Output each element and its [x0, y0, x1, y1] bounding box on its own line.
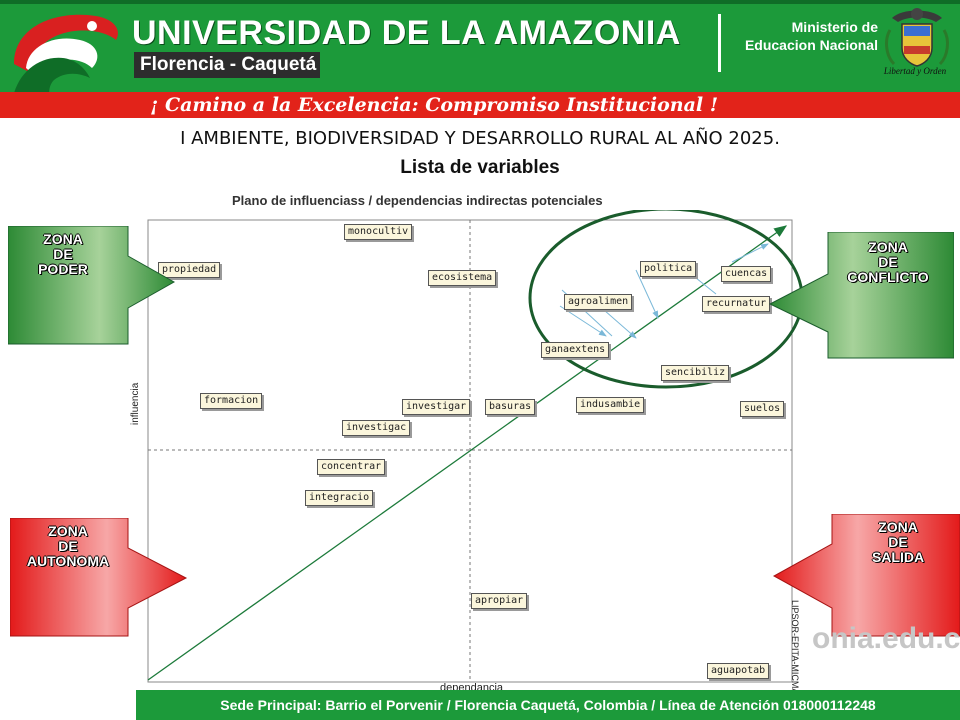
- slogan-bar: [0, 92, 960, 118]
- slide-title: I AMBIENTE, BIODIVERSIDAD Y DESARROLLO R…: [180, 128, 780, 149]
- zone-word: ZONA: [878, 519, 918, 535]
- arrow-left-icon: [772, 514, 960, 637]
- zone-word: ZONA: [43, 231, 83, 247]
- variable-label: investigar: [402, 399, 471, 415]
- ministry-line-2: Educacion Nacional: [744, 37, 878, 53]
- zone-word: DE: [53, 246, 73, 262]
- footer-text: Sede Principal: Barrio el Porvenir / Flo…: [220, 697, 876, 713]
- variable-label: apropiar: [471, 593, 528, 609]
- arrow-right-icon: [10, 518, 188, 637]
- influence-link: [731, 243, 769, 263]
- slogan: ¡ Camino a la Excelencia: Compromiso Ins…: [150, 94, 719, 116]
- arrow-left-icon: [768, 232, 954, 359]
- variable-label: propiedad: [158, 262, 221, 278]
- variable-label: politica: [640, 261, 697, 277]
- university-name: UNIVERSIDAD DE LA AMAZONIA: [132, 14, 681, 52]
- slide-subtitle: Lista de variables: [400, 157, 560, 178]
- zone-conflicto-label: ZONA DE CONFLICTO: [838, 240, 938, 285]
- variable-label: indusambie: [576, 397, 645, 413]
- zone-word: DE: [58, 538, 78, 554]
- zone-word: DE: [878, 254, 898, 270]
- footer-bar: [136, 690, 960, 720]
- variable-label: concentrar: [317, 459, 386, 475]
- zone-word: ZONA: [48, 523, 88, 539]
- variable-label: aguapotab: [707, 663, 770, 679]
- variable-label: sencibiliz: [661, 365, 730, 381]
- ministry-line-1: Ministerio de: [791, 19, 878, 35]
- zone-autonomia-label: ZONA DE AUTONOMA: [18, 524, 118, 569]
- zone-word: CONFLICTO: [847, 269, 929, 285]
- ministry-separator: [718, 14, 721, 72]
- zone-word: SALIDA: [871, 549, 925, 565]
- variable-label: cuencas: [721, 266, 772, 282]
- variable-label: ecosistema: [428, 270, 497, 286]
- diagonal-arrow: [147, 225, 788, 681]
- watermark-url: onia.edu.co: [812, 622, 960, 655]
- zone-word: AUTONOMA: [26, 553, 110, 569]
- zone-poder-label: ZONA DE PODER: [28, 232, 98, 277]
- zone-word: PODER: [38, 261, 88, 277]
- variable-label: monocultiv: [344, 224, 413, 240]
- variable-label: integracio: [305, 490, 374, 506]
- zone-word: ZONA: [868, 239, 908, 255]
- header-top-line: [0, 0, 960, 4]
- variable-label: recurnatur: [702, 296, 771, 312]
- zone-autonomia: ZONA DE AUTONOMA: [10, 518, 194, 638]
- variable-label: ganaextens: [541, 342, 610, 358]
- coat-of-arms-icon: [885, 8, 949, 67]
- variable-label: formacion: [200, 393, 263, 409]
- zone-word: DE: [888, 534, 908, 550]
- ministry-name: Ministerio de Educacion Nacional: [730, 18, 878, 54]
- zone-salida-label: ZONA DE SALIDA: [858, 520, 938, 565]
- variable-label: agroalimen: [564, 294, 633, 310]
- zone-conflicto: ZONA DE CONFLICTO: [768, 232, 954, 359]
- influence-link: [559, 305, 607, 337]
- plot-title: Plano de influenciass / dependencias ind…: [232, 193, 603, 208]
- y-axis-label: influencia: [130, 382, 141, 425]
- variable-label: basuras: [485, 399, 536, 415]
- arrow-right-icon: [8, 226, 176, 345]
- university-logo-icon: [12, 14, 118, 102]
- influence-dependency-plot: [147, 210, 804, 683]
- variable-label: suelos: [740, 401, 785, 417]
- zone-poder: ZONA DE PODER: [8, 226, 192, 346]
- zone-salida: ZONA DE SALIDA: [772, 514, 960, 637]
- coat-motto: Libertad y Orden: [883, 66, 947, 76]
- variable-label: investigac: [342, 420, 411, 436]
- influence-link: [635, 269, 659, 319]
- university-city: Florencia - Caquetá: [134, 52, 320, 78]
